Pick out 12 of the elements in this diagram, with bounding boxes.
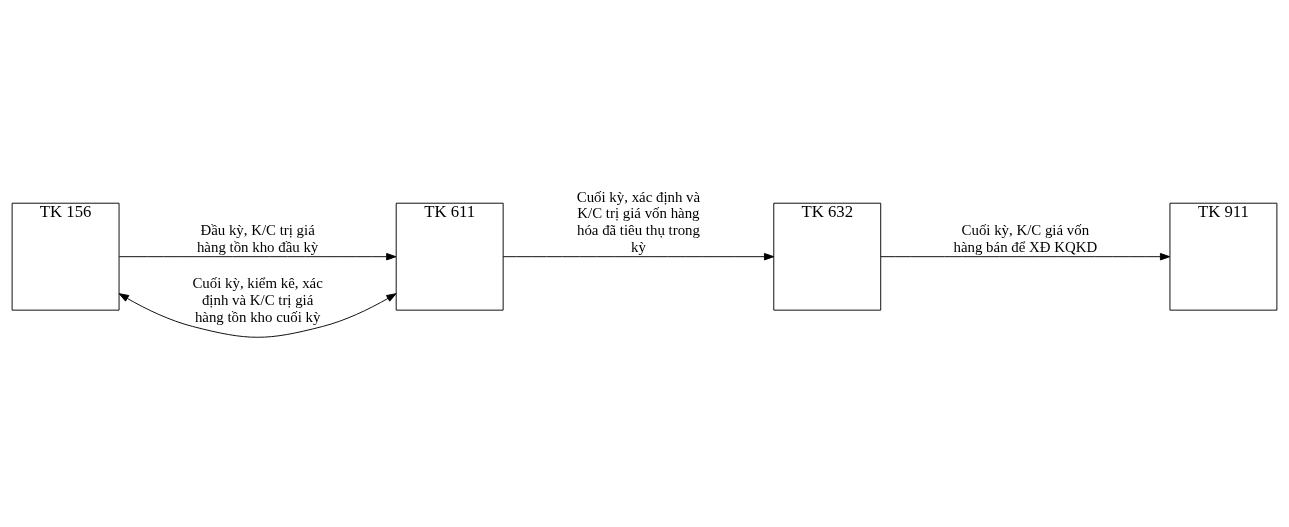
- edge-label: Cuối kỳ, xác định và K/C trị giá vốn hàng hóa đã tiêu thụ trong kỳ: [576, 188, 701, 255]
- node-box: TK 632: [773, 202, 882, 311]
- edge-label: Cuối kỳ, K/C giá vốn hàng bán để XĐ KQKD: [953, 222, 1098, 255]
- node-box: TK 611: [395, 202, 504, 311]
- arrow: [502, 252, 775, 261]
- arrow: [118, 293, 397, 338]
- edge-label: Cuối kỳ, kiểm kê, xác định và K/C trị giá hàng tồn kho cuối kỳ: [192, 275, 323, 325]
- node-box: TK 156: [11, 202, 120, 311]
- arrow: [880, 252, 1171, 261]
- arrow: [118, 252, 397, 261]
- edge-label: Đầu kỳ, K/C trị giá hàng tồn kho đầu kỳ: [196, 222, 319, 255]
- node-box: TK 911: [1169, 202, 1278, 311]
